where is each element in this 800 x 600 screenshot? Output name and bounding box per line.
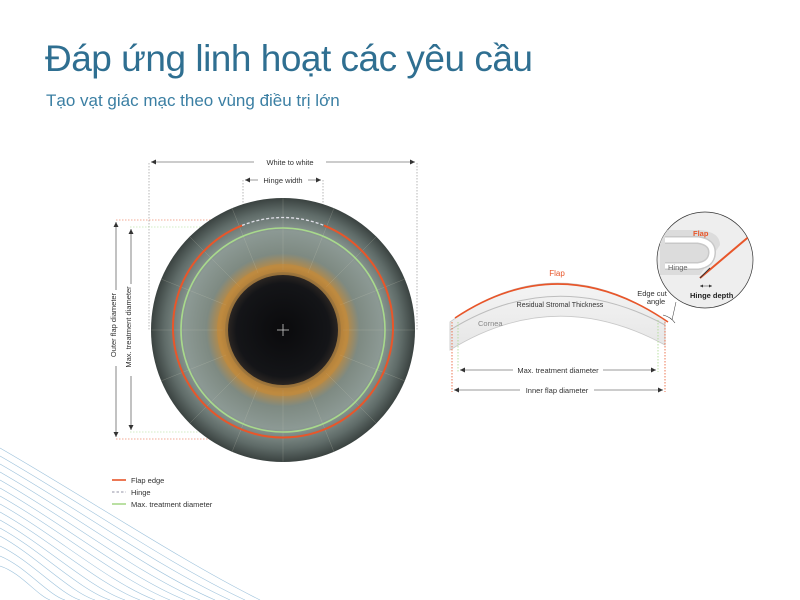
inner-flap-label: Inner flap diameter: [526, 386, 589, 395]
hinge-arc: [241, 216, 325, 227]
center-crosshair: [277, 324, 289, 336]
flap-edge-ring: [172, 224, 394, 439]
legend-hinge: Hinge: [131, 488, 151, 497]
page-subtitle: Tạo vạt giác mạc theo vùng điều trị lớn: [46, 91, 340, 110]
flap-line: [454, 283, 663, 319]
eye-diagram: White to white Hinge width Outer flap di…: [109, 156, 418, 462]
decorative-lines: [0, 447, 261, 600]
outer-flap-dimension: Outer flap diameter: [109, 222, 122, 437]
edge-cut-label-2: angle: [647, 297, 665, 306]
white-to-white-label: White to white: [266, 158, 313, 167]
white-to-white-dimension: White to white: [151, 156, 415, 168]
residual-stromal-line: [449, 295, 666, 331]
cornea-body: [449, 282, 666, 351]
zoom-flap-label: Flap: [693, 229, 709, 238]
hinge-width-dimension: Hinge width: [245, 174, 321, 186]
max-treatment-vertical-label: Max. treatment diameter: [124, 286, 133, 368]
cornea-cross-section: Flap Residual Stromal Thickness Cornea E…: [449, 269, 677, 396]
residual-label: Residual Stromal Thickness: [517, 302, 604, 309]
iris-texture: [151, 198, 415, 462]
treatment-ring: [180, 227, 386, 433]
legend-treatment: Max. treatment diameter: [131, 500, 213, 509]
hinge-zoom-detail: Flap Hinge Hinge depth: [656, 211, 754, 309]
cross-max-treatment-label: Max. treatment diameter: [517, 366, 599, 375]
outer-flap-label: Outer flap diameter: [109, 292, 118, 357]
cross-flap-label: Flap: [549, 269, 565, 278]
zoom-hinge-label: Hinge: [668, 263, 688, 272]
max-treatment-vertical-dimension: Max. treatment diameter: [124, 229, 137, 430]
edge-cut-label-1: Edge cut: [637, 289, 668, 298]
zoom-hinge-depth-label: Hinge depth: [690, 291, 734, 300]
page-title: Đáp ứng linh hoạt các yêu cầu: [45, 38, 533, 79]
cornea-label: Cornea: [478, 319, 503, 328]
legend-flap-edge: Flap edge: [131, 476, 164, 485]
legend: Flap edge Hinge Max. treatment diameter: [112, 476, 213, 509]
hinge-width-label: Hinge width: [263, 176, 302, 185]
